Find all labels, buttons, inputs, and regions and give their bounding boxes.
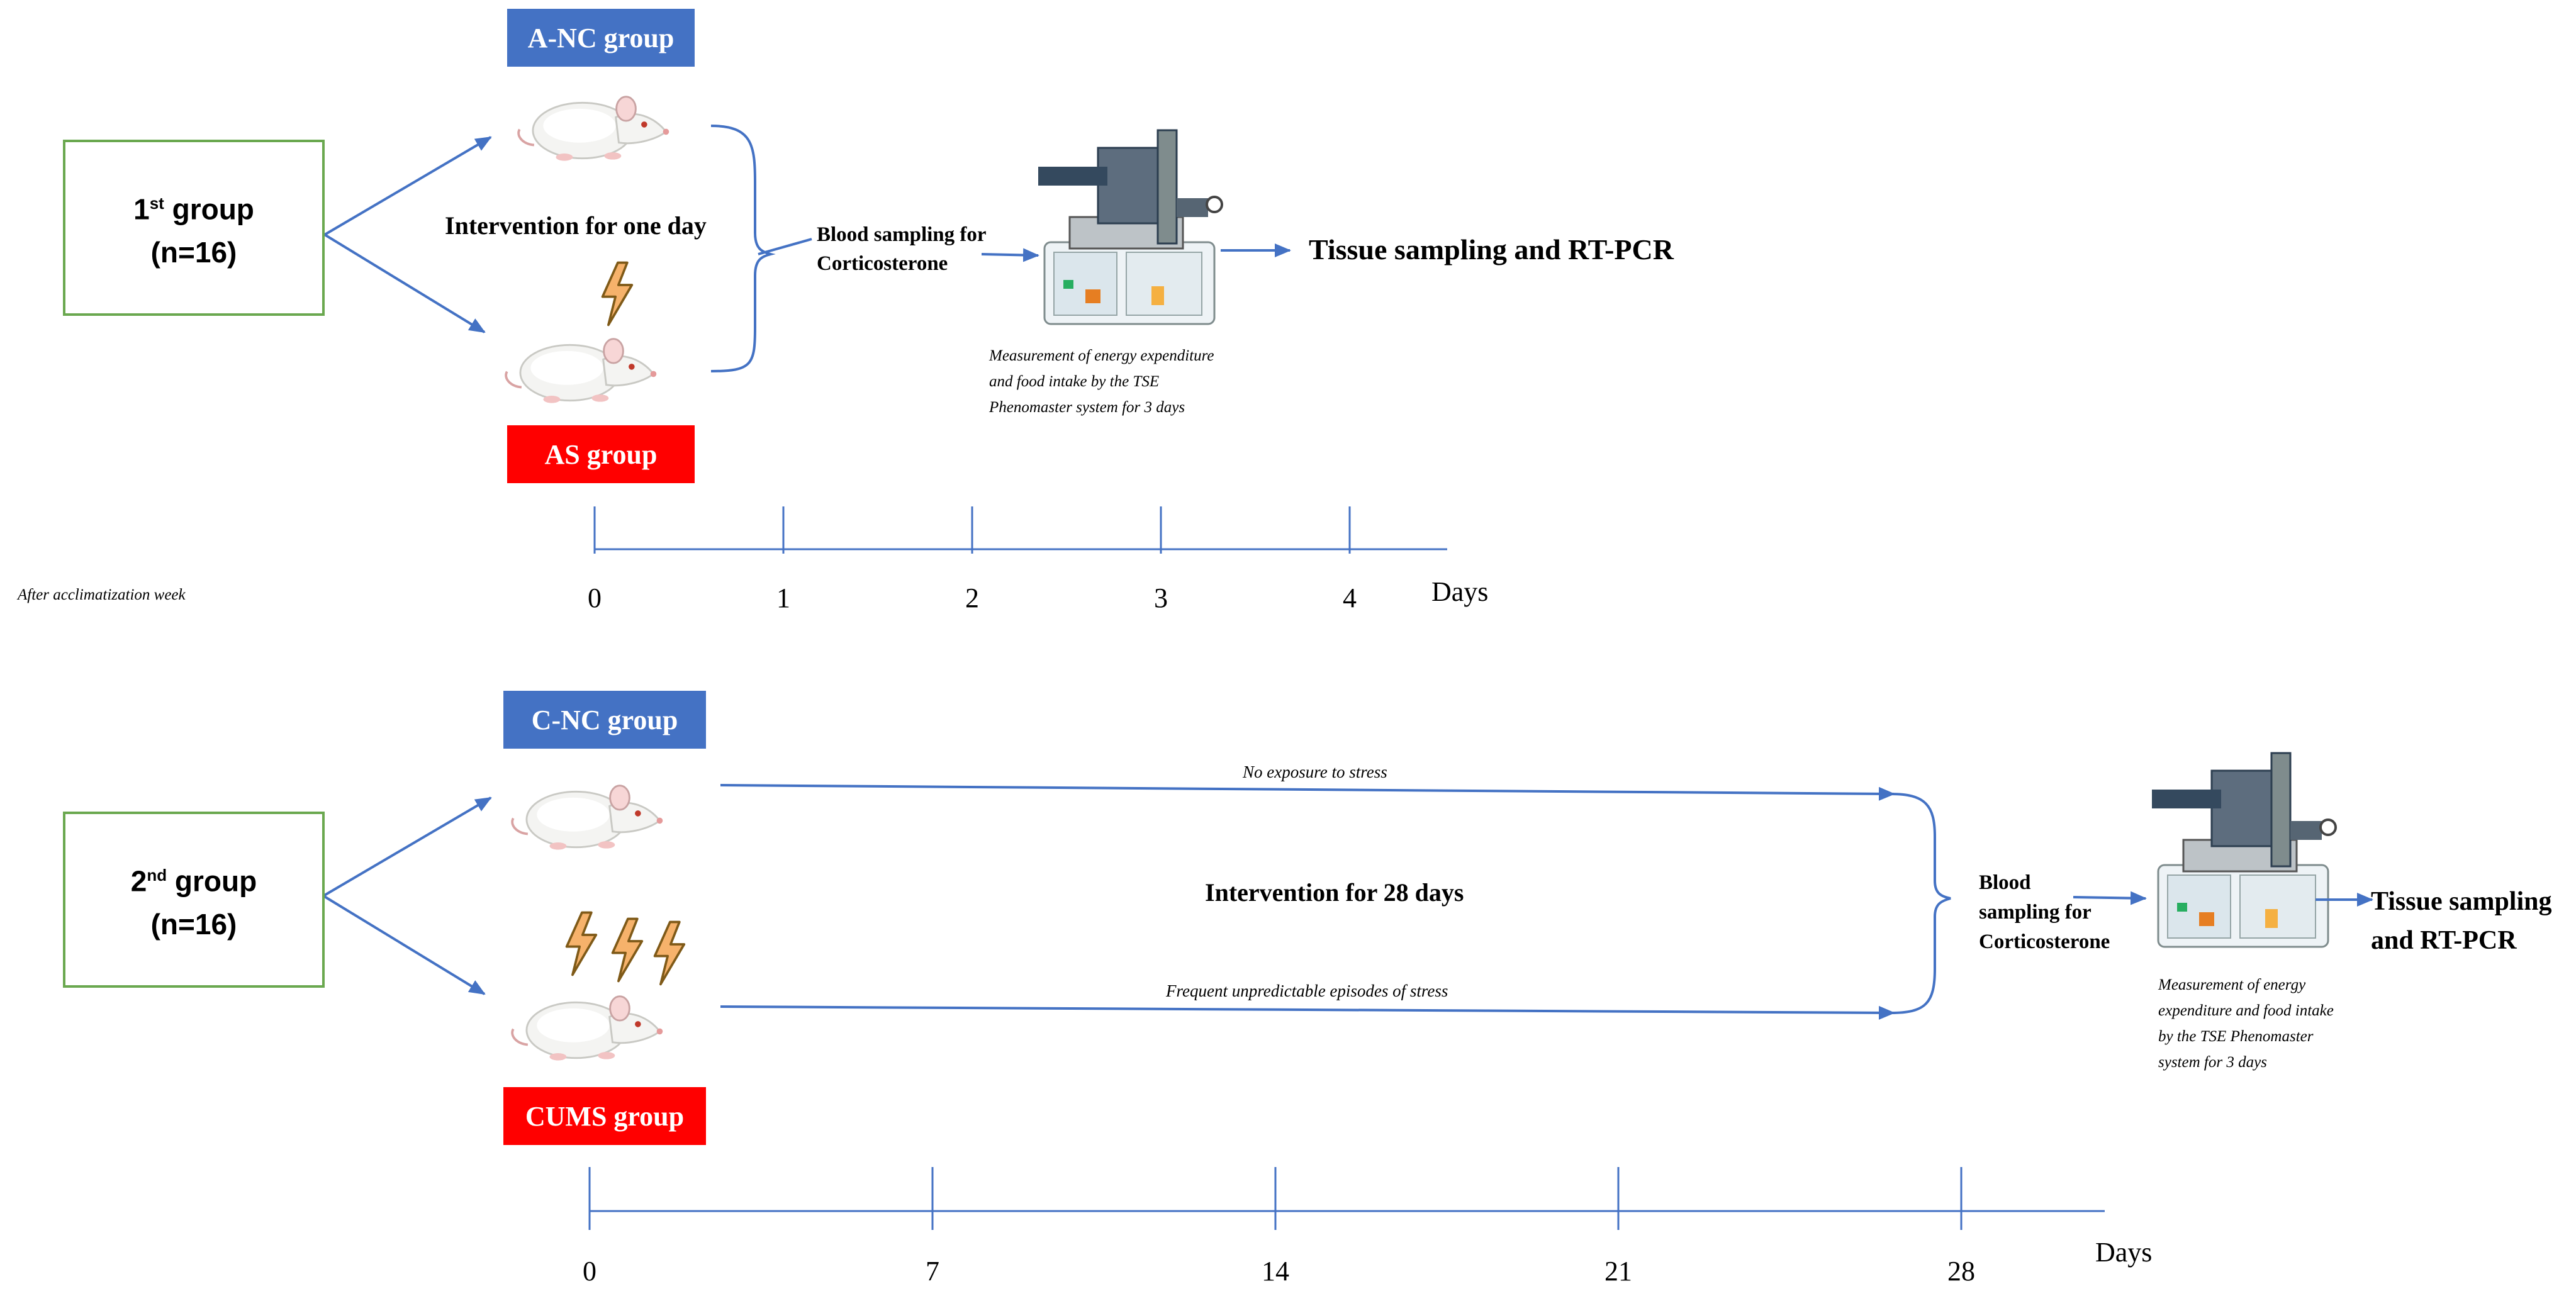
note-line: expenditure and food intake: [2158, 1002, 2334, 1019]
rat-icon: [511, 784, 664, 851]
metabolic-cage-icon: [2152, 753, 2336, 947]
arrow-to-control: [322, 796, 492, 897]
timeline-tick-label: 21: [1604, 1256, 1632, 1287]
measurement-note: Measurement of energy expenditure and fo…: [989, 343, 1214, 420]
lightning-bolt-icon: [611, 917, 644, 983]
timeline-unit: Days: [2095, 1237, 2153, 1268]
timeline-tick-label: 28: [1947, 1256, 1975, 1287]
tag-cums-group: CUMS group: [503, 1087, 706, 1145]
tissue-line: and RT-PCR: [2371, 926, 2517, 955]
blood-line: sampling for: [1979, 901, 2092, 924]
acclimatization-note: After acclimatization week: [18, 586, 186, 603]
tag-as-group: AS group: [507, 425, 695, 483]
lightning-bolt-icon: [653, 920, 686, 986]
tissue-sampling-label: Tissue sampling and RT-PCR: [1309, 233, 1674, 265]
rat-icon: [511, 995, 664, 1062]
arrow-to-stress: [323, 233, 486, 333]
metabolic-cage-icon: [1038, 130, 1222, 324]
blood-line: Corticosterone: [817, 252, 948, 275]
note-line: Measurement of energy expenditure: [989, 347, 1214, 364]
measurement-note: Measurement of energy expenditure and fo…: [2158, 972, 2334, 1075]
arrow-to-control: [323, 136, 492, 236]
timeline-tick-label: 3: [1154, 583, 1168, 613]
intervention-label: Intervention for one day: [445, 211, 707, 240]
lightning-bolt-icon: [601, 261, 634, 327]
timeline-tick-label: 1: [776, 583, 790, 613]
tag-a-nc-group: A-NC group: [507, 9, 695, 67]
arrow-frequent-stress: [720, 1005, 1895, 1020]
timeline-tick-label: 0: [588, 583, 602, 613]
timeline-unit: Days: [1431, 576, 1489, 607]
group-1-box: 1st group (n=16): [63, 140, 325, 316]
blood-line: Blood: [1979, 871, 2031, 894]
timeline-tick-label: 7: [926, 1256, 939, 1287]
blood-sampling-label: Blood sampling for Corticosterone: [1979, 868, 2110, 957]
rat-icon: [517, 95, 671, 162]
group-title: 2nd group: [130, 864, 257, 898]
tissue-line: Tissue sampling: [2371, 887, 2552, 916]
rat-icon: [505, 337, 658, 405]
group-n: (n=16): [150, 235, 237, 269]
group-n: (n=16): [150, 907, 237, 941]
tissue-sampling-label: Tissue sampling and RT-PCR: [2371, 882, 2552, 960]
group-2-box: 2nd group (n=16): [63, 812, 325, 988]
tag-c-nc-group: C-NC group: [503, 691, 706, 749]
timeline-tick-label: 0: [583, 1256, 596, 1287]
timeline-ticks: [593, 506, 1351, 554]
timeline-tick-label: 2: [965, 583, 979, 613]
intervention-label: Intervention for 28 days: [1205, 878, 1464, 907]
arrow-to-cage: [981, 248, 1039, 262]
bracket: [1890, 793, 1951, 1014]
bracket: [710, 125, 776, 372]
timeline-tick-label: 14: [1262, 1256, 1289, 1287]
frequent-stress-label: Frequent unpredictable episodes of stres…: [1166, 981, 1448, 1000]
timeline-ticks: [588, 1167, 1963, 1230]
no-stress-label: No exposure to stress: [1243, 763, 1387, 781]
note-line: system for 3 days: [2158, 1054, 2267, 1071]
arrow-to-stress: [322, 895, 486, 995]
note-line: by the TSE Phenomaster: [2158, 1028, 2314, 1045]
bracket-stem: [758, 238, 812, 255]
blood-line: Corticosterone: [1979, 930, 2110, 953]
group-title: 1st group: [133, 193, 254, 226]
note-line: Measurement of energy: [2158, 976, 2306, 993]
note-line: and food intake by the TSE: [989, 373, 1160, 390]
blood-sampling-label: Blood sampling for Corticosterone: [817, 220, 987, 278]
timeline-tick-label: 4: [1343, 583, 1357, 613]
blood-line: Blood sampling for: [817, 223, 987, 246]
lightning-bolt-icon: [565, 911, 598, 976]
arrow-no-stress: [720, 784, 1895, 801]
arrow-to-cage: [2073, 891, 2147, 905]
note-line: Phenomaster system for 3 days: [989, 399, 1185, 416]
